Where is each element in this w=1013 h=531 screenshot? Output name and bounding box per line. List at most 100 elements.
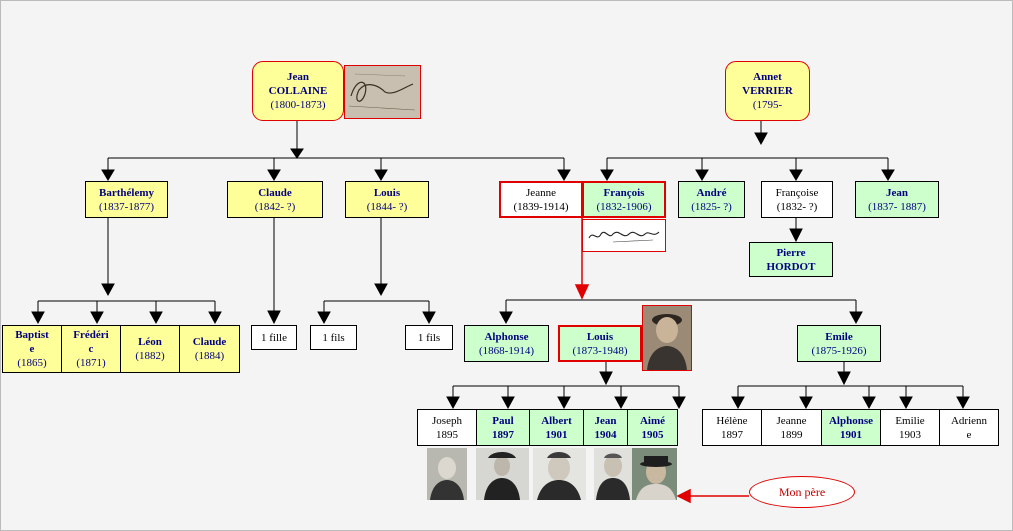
person-jean-1904: Jean 1904 [583, 409, 628, 446]
person-jean-1837: Jean (1837- 1887) [855, 181, 939, 218]
birth-year: 1899 [780, 428, 803, 441]
person-joseph-1895: Joseph 1895 [417, 409, 477, 446]
birth-year: 1901 [545, 428, 568, 441]
person-name: Paul [492, 414, 514, 427]
children-count: 1 fils [322, 331, 345, 344]
last-name: VERRIER [742, 85, 793, 97]
person-claude-1842: Claude (1842- ?) [227, 181, 323, 218]
person-alphonse-1868: Alphonse (1868-1914) [464, 325, 549, 362]
mon-pere-callout: Mon père [749, 476, 855, 508]
person-name: Claude [192, 336, 227, 348]
person-andre-1825: André (1825- ?) [678, 181, 745, 218]
person-claude-1884: Claude (1884) [179, 325, 240, 373]
life-dates: (1844- ?) [366, 200, 408, 213]
person-annet-verrier: Annet VERRIER (1795- [725, 61, 810, 121]
person-name: Françoise [775, 186, 819, 199]
person-name: Hélène [716, 414, 748, 427]
person-albert-1901: Albert 1901 [529, 409, 584, 446]
person-name: Joseph [432, 414, 462, 427]
person-francois-1832: François (1832-1906) [582, 181, 666, 218]
person-adrienne: Adrienn e [939, 409, 999, 446]
birth-year: (1871) [76, 357, 106, 369]
last-name: COLLAINE [268, 85, 328, 97]
first-name: Pierre [776, 246, 806, 259]
life-dates: (1839-1914) [513, 200, 569, 213]
person-name-line2: e [966, 428, 972, 441]
louis-portrait-photo [642, 305, 692, 371]
person-name: Louis [373, 186, 401, 199]
person-name: Jean [886, 186, 908, 199]
person-name: François [603, 186, 645, 199]
person-name: Aimé [639, 414, 666, 427]
life-dates: (1868-1914) [479, 344, 534, 357]
person-name-line1: Adrienn [950, 414, 988, 427]
person-name: André [696, 186, 727, 199]
person-name: Emile [825, 330, 853, 343]
life-dates: (1837-1877) [99, 200, 154, 213]
paul-portrait-photo [476, 448, 529, 500]
person-louis-1873: Louis (1873-1948) [558, 325, 642, 362]
life-dates: (1795- [752, 99, 783, 111]
aime-portrait-photo [632, 448, 677, 500]
person-name: Alphonse [828, 414, 874, 427]
person-jeanne-1899: Jeanne 1899 [761, 409, 822, 446]
person-emile-1875: Emile (1875-1926) [797, 325, 881, 362]
first-name: Annet [753, 71, 782, 83]
person-jean-collaine: Jean COLLAINE (1800-1873) [252, 61, 344, 121]
person-name: Jean [594, 414, 617, 427]
louis-child-box-2: 1 fils [405, 325, 453, 350]
person-name: Jeanne [526, 186, 556, 199]
person-pierre-hordot: Pierre HORDOT [749, 242, 833, 277]
life-dates: (1873-1948) [572, 344, 628, 357]
person-frederic: Frédéri c (1871) [61, 325, 121, 373]
birth-year: (1884) [194, 350, 225, 362]
person-name: Léon [138, 336, 162, 348]
person-paul-1897: Paul 1897 [476, 409, 530, 446]
person-jeanne-1839: Jeanne (1839-1914) [499, 181, 583, 218]
person-barthelemy: Barthélemy (1837-1877) [85, 181, 168, 218]
children-count: 1 fils [417, 331, 441, 344]
person-name-line1: Baptist [15, 329, 49, 341]
birth-year: 1903 [899, 428, 921, 441]
person-name: Alphonse [484, 330, 529, 343]
person-name: Louis [586, 330, 614, 343]
life-dates: (1825- ?) [691, 200, 732, 213]
person-name-line2: c [88, 343, 94, 355]
birth-year: 1901 [840, 428, 862, 441]
life-dates: (1842- ?) [254, 200, 296, 213]
francois-signature-image [582, 219, 666, 252]
person-name-line2: e [29, 343, 35, 355]
person-name-line1: Frédéri [73, 329, 109, 341]
person-name: Jeanne [776, 414, 807, 427]
children-count: 1 fille [261, 331, 287, 344]
claude-children-box: 1 fille [251, 325, 297, 350]
life-dates: (1837- 1887) [868, 200, 926, 213]
last-name: HORDOT [766, 260, 816, 273]
birth-year: 1904 [594, 428, 617, 441]
person-alphonse-1901: Alphonse 1901 [821, 409, 881, 446]
person-name: Albert [541, 414, 572, 427]
person-baptiste: Baptist e (1865) [2, 325, 62, 373]
birth-year: 1897 [721, 428, 743, 441]
life-dates: (1800-1873) [270, 99, 326, 111]
albert-portrait-photo [533, 448, 586, 500]
jean-collaine-signature-image [344, 65, 421, 119]
joseph-portrait-photo [427, 448, 467, 500]
life-dates: (1875-1926) [811, 344, 867, 357]
louis-child-box-1: 1 fils [310, 325, 357, 350]
person-helene-1897: Hélène 1897 [702, 409, 762, 446]
life-dates: (1832-1906) [596, 200, 652, 213]
birth-year: (1865) [17, 357, 47, 369]
person-louis-1844: Louis (1844- ?) [345, 181, 429, 218]
person-francoise-1832: Françoise (1832- ?) [761, 181, 833, 218]
birth-year: (1882) [135, 350, 165, 362]
life-dates: (1832- ?) [776, 200, 818, 213]
birth-year: 1895 [436, 428, 458, 441]
person-aime-1905: Aimé 1905 [627, 409, 678, 446]
first-name: Jean [287, 71, 309, 83]
person-name: Claude [258, 186, 292, 199]
person-leon: Léon (1882) [120, 325, 180, 373]
person-name: Emilie [895, 414, 925, 427]
